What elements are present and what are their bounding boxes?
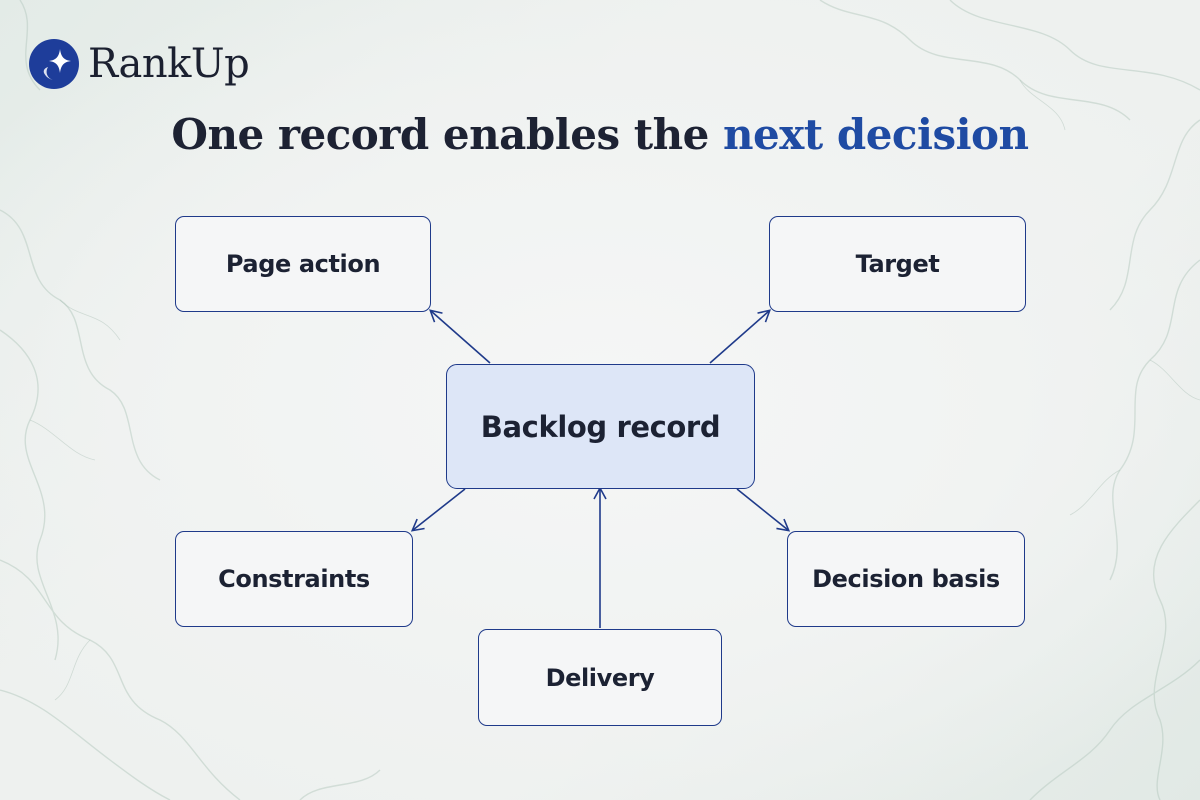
node-decision-basis-label: Decision basis: [812, 565, 1000, 593]
node-target: Target: [769, 216, 1026, 312]
node-page-action: Page action: [175, 216, 431, 312]
node-page-action-label: Page action: [225, 250, 381, 278]
node-backlog-record: Backlog record: [446, 364, 755, 489]
node-backlog-record-label: Backlog record: [480, 409, 721, 444]
title-lead: One record enables the: [171, 110, 723, 159]
brand-name: RankUp: [88, 41, 250, 87]
brand-logo: RankUp: [28, 38, 250, 90]
arrow-to-target: [709, 309, 772, 364]
arrow-to-page-action: [428, 309, 491, 364]
sparkle-circle-logo-icon: [29, 39, 79, 89]
page-title: One record enables the next decision: [0, 110, 1200, 159]
arrow-to-constraints: [410, 488, 466, 532]
node-delivery-label: Delivery: [545, 663, 655, 692]
node-decision-basis: Decision basis: [787, 531, 1025, 627]
arrow-to-decision-basis: [736, 488, 791, 532]
node-target-label: Target: [855, 250, 940, 278]
node-constraints: Constraints: [175, 531, 413, 627]
node-constraints-label: Constraints: [218, 565, 370, 593]
node-delivery: Delivery: [478, 629, 722, 726]
title-accent: next decision: [723, 110, 1029, 159]
